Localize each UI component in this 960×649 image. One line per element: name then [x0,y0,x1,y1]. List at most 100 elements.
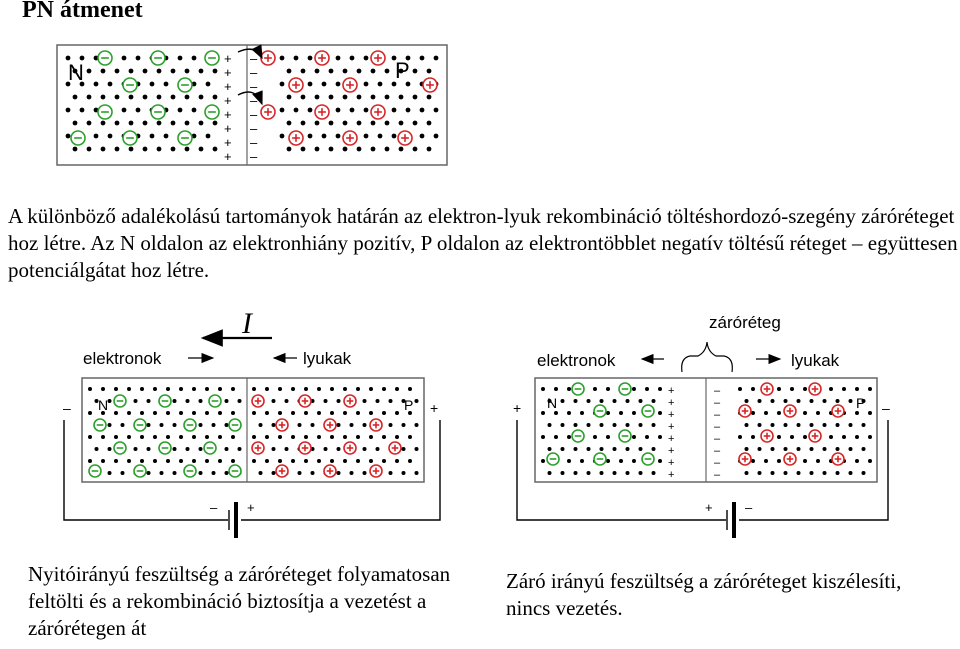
lattice-dot [258,423,263,427]
lattice-dot [114,94,120,100]
lattice-dot [304,387,308,391]
lattice-dot [829,387,833,391]
hole-icon [314,104,330,120]
lattice-dot [401,399,406,403]
positive-charge-sign: + [224,121,232,136]
reverse-bias-diagram: záróréteg elektronok lyukak ++++++++––––… [513,313,890,538]
lattice-dot [342,120,348,126]
lattice-dot [212,146,218,152]
hole-icon [342,77,358,93]
lattice-dot [121,55,127,61]
lattice-dot [146,423,151,427]
lattice-dot [307,55,313,61]
left-battery-plus: + [247,500,255,515]
lattice-dot [395,435,399,439]
lattice-dot [567,387,571,391]
lattice-dot [362,399,367,403]
lattice-dot [349,55,355,61]
lattice-dot [237,399,242,403]
lattice-dot [94,447,99,451]
lattice-dot [218,411,222,415]
hole-icon [260,104,276,120]
negative-charge-sign: – [250,121,258,136]
lattice-dot [842,435,846,439]
lattice-dot [101,387,105,391]
lattice-dot [391,133,397,139]
lattice-dot [398,120,404,126]
electron-icon [158,441,172,455]
top-n-label: N [68,60,84,85]
lattice-dot [86,68,92,74]
lattice-dot [184,68,190,74]
lattice-dot [573,471,578,475]
lattice-dot [363,55,369,61]
electron-icon [113,394,127,408]
lattice-dot [401,447,406,451]
hole-icon [314,50,330,66]
lattice-dot [645,435,649,439]
lattice-dot [398,146,404,152]
negative-charge-sign: – [250,149,258,164]
lattice-dot [321,81,327,87]
electron-icon [641,404,655,418]
lattice-dot [293,55,299,61]
lattice-dot [172,399,177,403]
left-lattice-dots [88,387,419,475]
lattice-dot [412,68,418,74]
lattice-dot [343,435,347,439]
negative-charge-sign: – [714,433,721,445]
lattice-dot [567,435,571,439]
lattice-dot [757,471,762,475]
depletion-brace-icon [681,341,733,373]
lattice-dot [369,387,373,391]
lattice-dot [330,411,334,415]
lattice-dot [107,133,113,139]
lattice-dot [560,399,565,403]
lattice-dot [231,411,235,415]
lattice-dot [153,435,157,439]
lattice-dot [599,423,604,427]
negative-charge-sign: – [714,457,721,469]
lattice-dot [88,435,92,439]
electron-icon [97,50,113,66]
left-crystal-box [81,377,425,483]
lattice-dot [547,423,552,427]
lattice-dot [185,399,190,403]
left-p-label: P [404,397,413,413]
lattice-dot [231,459,235,463]
lattice-dot [567,459,571,463]
forward-bias-caption: Nyitóirányú feszültség a záróréteget fol… [28,562,451,640]
lattice-dot [135,55,141,61]
lattice-dot [848,423,853,427]
lattice-dot [855,387,859,391]
lattice-dot [133,399,138,403]
lattice-dot [286,146,292,152]
lattice-dot [265,459,269,463]
lattice-dot [751,387,755,391]
lattice-dot [72,120,78,126]
lattice-dot [868,435,872,439]
right-battery-plus: + [705,500,713,515]
lattice-dot [388,423,393,427]
lattice-dot [855,435,859,439]
lattice-dot [861,423,866,427]
lattice-dot [323,399,328,403]
lattice-dot [586,471,591,475]
lattice-dot [184,94,190,100]
lattice-dot [398,68,404,74]
lattice-dot [363,81,369,87]
lattice-dot [107,423,112,427]
lattice-dot [278,411,282,415]
lattice-dot [868,387,872,391]
lattice-dot [757,423,762,427]
hole-icon [783,404,797,418]
left-wire [241,420,441,521]
lattice-dot [163,81,169,87]
hole-icon [251,394,265,408]
hole-icon [738,404,752,418]
negative-charge-sign: – [250,107,258,122]
lattice-dot [224,471,229,475]
lattice-dot [638,423,643,427]
lattice-dot [191,107,197,113]
lattice-dot [408,387,412,391]
